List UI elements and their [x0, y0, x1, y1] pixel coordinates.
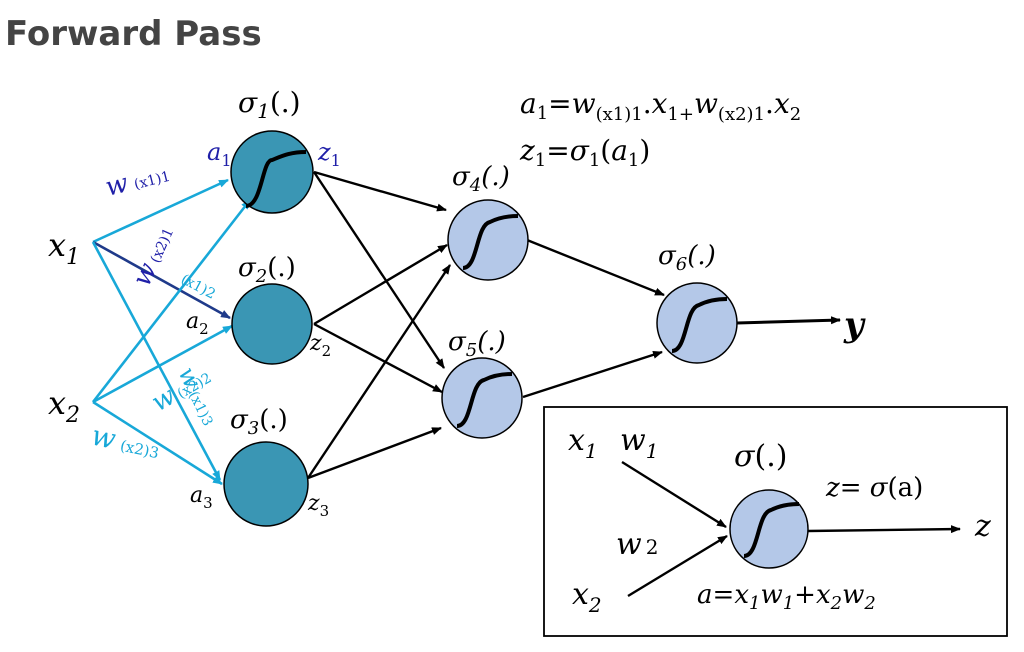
- node-1-label: σ1(.): [238, 86, 301, 123]
- weight-x1-1-label: w(x1)1: [102, 158, 172, 203]
- inset-edge-x2: [627, 534, 728, 598]
- edge-n5-n6: [522, 350, 663, 399]
- inset-a-equation: a=x1w1+x2w2: [697, 580, 876, 614]
- edge-n6-out: [736, 316, 841, 325]
- node-6: [656, 282, 738, 364]
- edge-n3-n4: [307, 264, 451, 479]
- inset-node: [729, 489, 809, 569]
- z2-label: z2: [309, 331, 331, 360]
- sigmoid-icon: [245, 150, 307, 208]
- node-3: [223, 441, 309, 527]
- node-3-label: σ3(.): [230, 405, 288, 439]
- sigmoid-icon: [456, 372, 513, 428]
- hidden-edges: [307, 170, 841, 480]
- sigmoid-icon: [671, 297, 728, 353]
- output-y-label: y: [843, 305, 866, 345]
- weight-x2-1-label: w(x2)1: [127, 221, 180, 291]
- edge-n2-n5: [313, 322, 443, 394]
- formula-z1: z1=σ1(a1): [519, 134, 650, 171]
- inset-x2-label: x2: [572, 577, 602, 617]
- inset-z-equation: z= σ(a): [825, 473, 923, 503]
- edge-x2-n2: [92, 324, 233, 404]
- z1-label: z1: [317, 138, 341, 170]
- inset-edge-x1: [621, 460, 727, 529]
- input-x2-label: x2: [48, 384, 80, 428]
- node-2: [231, 283, 313, 365]
- inset-w1-label: w1: [620, 423, 658, 463]
- edge-n3-n5: [307, 426, 442, 480]
- inset-edge-out: [807, 525, 961, 534]
- edge-n1-n4: [313, 170, 447, 212]
- z3-label: z3: [307, 491, 329, 520]
- input-x1-label: x1: [48, 226, 80, 270]
- node-5: [441, 357, 523, 439]
- a1-label: a1: [207, 138, 232, 170]
- node-5-label: σ5(.): [448, 327, 506, 361]
- a3-label: a3: [190, 483, 213, 512]
- weight-x2-3-label: w(x2)3: [89, 419, 164, 466]
- formula-a1: a1=w(x1)1.x1+w(x2)1.x2: [520, 87, 801, 125]
- node-4-label: σ4(.): [452, 162, 510, 196]
- weight-x1-2-label: (x1)2: [178, 271, 218, 302]
- node-1: [230, 130, 314, 214]
- input-edges: [91, 178, 252, 486]
- edge-n2-n4: [313, 243, 448, 326]
- node-6-label: σ6(.): [658, 241, 716, 275]
- edge-x2-n3: [92, 400, 223, 486]
- edge-x1-n3: [91, 241, 222, 481]
- edge-x1-n2: [92, 240, 231, 320]
- inset-output-z-label: z: [974, 509, 991, 544]
- edge-n4-n6: [526, 238, 665, 297]
- sigmoid-icon: [462, 214, 519, 270]
- node-2-label: σ2(.): [238, 253, 296, 287]
- inset-x1-label: x1: [568, 423, 598, 463]
- a2-label: a2: [186, 309, 209, 338]
- page-title: Forward Pass: [5, 14, 262, 54]
- sigmoid-icon: [743, 502, 800, 558]
- edge-n1-n5: [312, 171, 446, 369]
- edge-x1-n1: [92, 178, 229, 244]
- node-4: [447, 199, 529, 281]
- inset-sigma-label: σ(.): [734, 439, 787, 474]
- edge-x2-n1: [91, 199, 252, 403]
